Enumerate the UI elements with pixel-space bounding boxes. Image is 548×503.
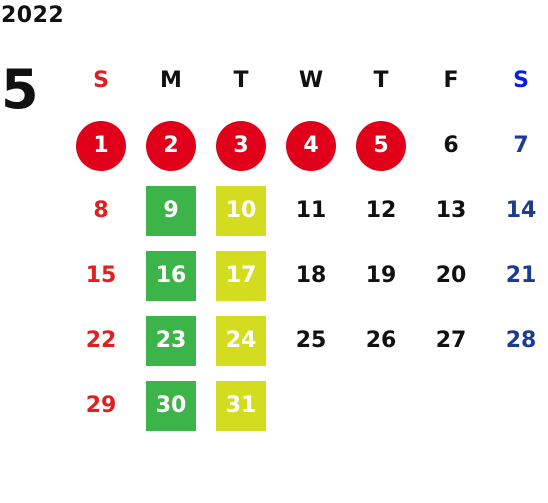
calendar-day-cell: 4 [276, 113, 346, 178]
day-number: 4 [286, 120, 336, 171]
calendar-day-cell: 28 [486, 308, 548, 373]
calendar-day-cell: 1 [66, 113, 136, 178]
day-number: 29 [85, 393, 117, 418]
calendar-day-cell: 23 [136, 308, 206, 373]
day-number: 11 [295, 198, 327, 223]
calendar-day-cell: 9 [136, 178, 206, 243]
calendar-day-cell: 18 [276, 243, 346, 308]
day-number: 15 [85, 263, 117, 288]
calendar-day-cell: 21 [486, 243, 548, 308]
calendar-day-cell: 6 [416, 113, 486, 178]
calendar-day-cell: 13 [416, 178, 486, 243]
calendar-day-cell: 29 [66, 373, 136, 438]
day-number: 25 [295, 328, 327, 353]
calendar-day-cell: 30 [136, 373, 206, 438]
calendar-day-cell: 17 [206, 243, 276, 308]
weekday-header-thu: T [373, 68, 389, 93]
weekday-header-wed: W [298, 68, 324, 93]
weekday-header-sat: S [513, 68, 529, 93]
day-number: 18 [295, 263, 327, 288]
calendar-day-cell: 27 [416, 308, 486, 373]
calendar-day-cell: 5 [346, 113, 416, 178]
day-number: 1 [76, 120, 126, 171]
day-number: 27 [435, 328, 467, 353]
day-number: 2 [146, 120, 196, 171]
day-number: 6 [443, 133, 459, 158]
calendar-day-cell: 3 [206, 113, 276, 178]
day-number: 19 [365, 263, 397, 288]
calendar-day-cell: 16 [136, 243, 206, 308]
weekday-header-mon: M [160, 68, 182, 93]
day-number: 10 [216, 185, 266, 236]
calendar-day-cell: 10 [206, 178, 276, 243]
calendar-day-cell: 20 [416, 243, 486, 308]
day-number: 24 [216, 315, 266, 366]
calendar-day-cell: 22 [66, 308, 136, 373]
day-number: 31 [216, 380, 266, 431]
day-number: 8 [93, 198, 109, 223]
calendar-day-cell: 11 [276, 178, 346, 243]
calendar-day-cell: 7 [486, 113, 548, 178]
month-number: 5 [1, 58, 39, 121]
day-number: 5 [356, 120, 406, 171]
year-label: 2022 [1, 3, 65, 28]
weekday-header-tue: T [233, 68, 249, 93]
day-number: 30 [146, 380, 196, 431]
day-number: 7 [513, 133, 529, 158]
day-number: 16 [146, 250, 196, 301]
day-number: 21 [505, 263, 537, 288]
day-number: 23 [146, 315, 196, 366]
calendar-day-cell: 25 [276, 308, 346, 373]
day-number: 3 [216, 120, 266, 171]
calendar-day-cell: 8 [66, 178, 136, 243]
day-number: 9 [146, 185, 196, 236]
calendar-day-cell: 15 [66, 243, 136, 308]
day-number: 12 [365, 198, 397, 223]
calendar-day-cell: 26 [346, 308, 416, 373]
day-number: 17 [216, 250, 266, 301]
calendar-day-cell: 12 [346, 178, 416, 243]
calendar-day-cell: 14 [486, 178, 548, 243]
weekday-header-fri: F [443, 68, 459, 93]
day-number: 13 [435, 198, 467, 223]
day-number: 20 [435, 263, 467, 288]
calendar-day-cell: 19 [346, 243, 416, 308]
weekday-header-sun: S [93, 68, 109, 93]
calendar-day-cell: 31 [206, 373, 276, 438]
day-number: 14 [505, 198, 537, 223]
day-number: 22 [85, 328, 117, 353]
calendar-day-cell: 2 [136, 113, 206, 178]
calendar-day-cell: 24 [206, 308, 276, 373]
day-number: 26 [365, 328, 397, 353]
day-number: 28 [505, 328, 537, 353]
